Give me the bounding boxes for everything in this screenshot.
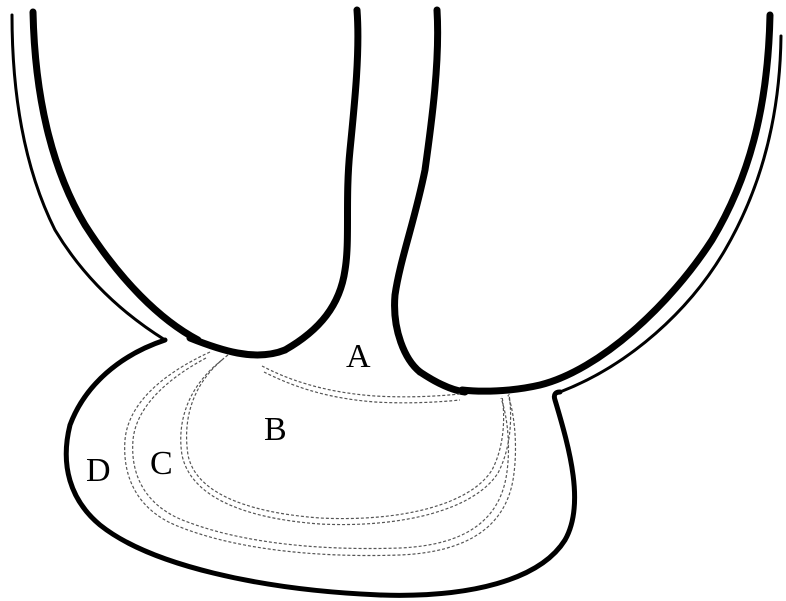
stalk-right-wall: [395, 10, 438, 372]
label-a: A: [346, 338, 371, 375]
right-outer-wall: [560, 36, 781, 392]
zone-c-boundary: [125, 352, 516, 556]
label-b: B: [264, 411, 287, 448]
stalk-left-wall: [285, 10, 358, 350]
left-cap-arch: [190, 338, 285, 355]
left-inner-wall: [33, 12, 198, 340]
label-c: C: [150, 445, 173, 482]
right-cap-arch: [420, 372, 465, 392]
label-d: D: [86, 452, 111, 489]
zone-b-boundary: [187, 355, 504, 519]
right-inner-wall: [462, 15, 770, 391]
outer-lobe-boundary: [66, 340, 574, 595]
zone-b-boundary-inner: [181, 360, 511, 525]
